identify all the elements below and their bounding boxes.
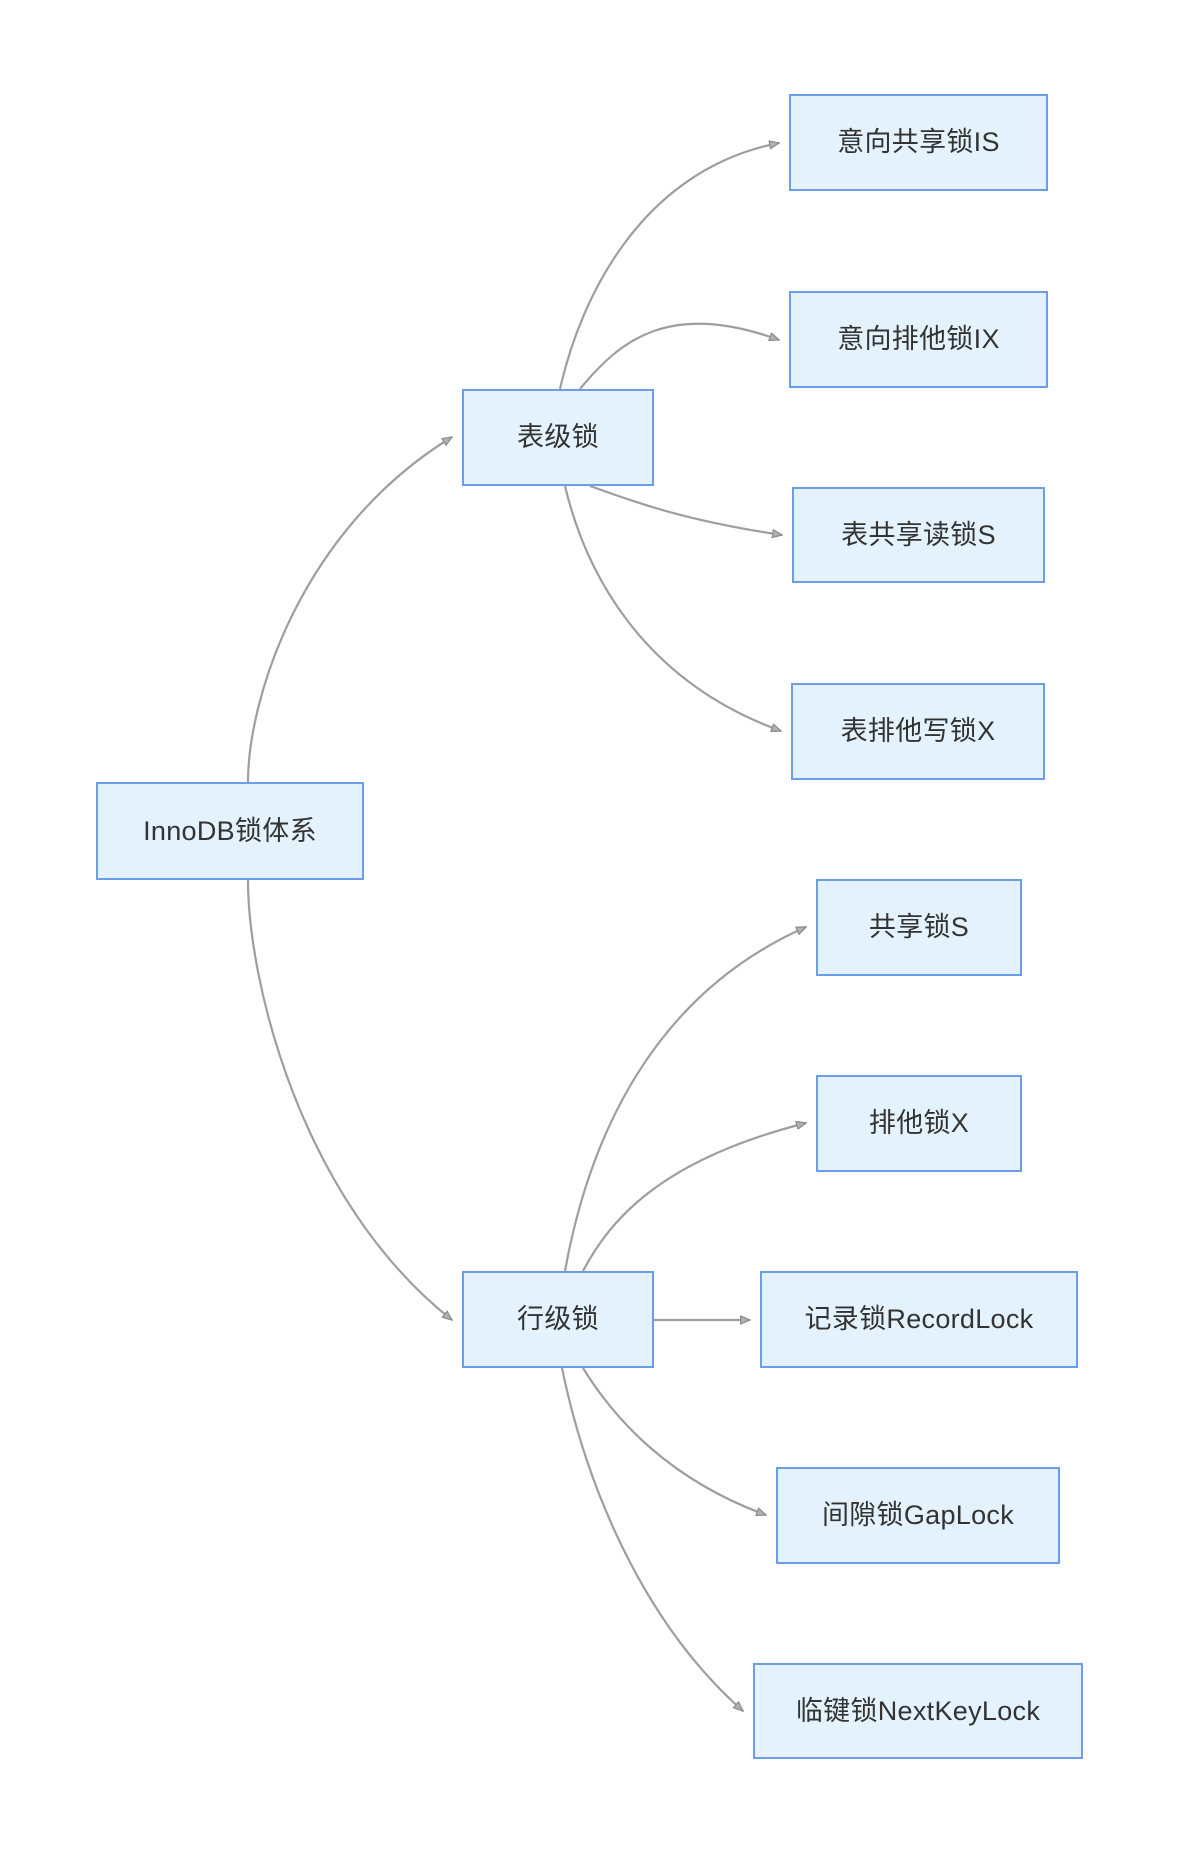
node-label: 临键锁NextKeyLock [795,1695,1041,1726]
edge-row-lock-to-exclusive [582,1123,806,1272]
node-label: 表级锁 [517,422,599,453]
node-is_lock[interactable]: 意向共享锁IS [789,94,1048,191]
node-label: 表共享读锁S [841,519,996,550]
node-label: 记录锁RecordLock [804,1304,1034,1335]
node-label: 共享锁S [868,912,970,943]
node-exclusive_lock[interactable]: 排他锁X [816,1075,1022,1172]
node-label: 排他锁X [868,1108,970,1139]
edge-table-lock-to-s [589,484,782,535]
node-label: 意向排他锁IX [837,324,1000,355]
edge-root-to-row-lock [246,879,452,1320]
node-next_key_lock[interactable]: 临键锁NextKeyLock [753,1663,1083,1759]
edge-table-lock-to-is [558,143,779,390]
node-share_lock[interactable]: 共享锁S [816,879,1022,976]
node-label: 表排他写锁X [840,716,996,747]
edge-table-lock-to-ix [579,322,779,390]
edge-root-to-table-lock [246,436,452,783]
node-gap_lock[interactable]: 间隙锁GapLock [776,1467,1060,1564]
edge-row-lock-to-gap [582,1367,766,1515]
node-root[interactable]: InnoDB锁体系 [96,782,364,880]
node-ix_lock[interactable]: 意向排他锁IX [789,291,1048,388]
node-table_s_lock[interactable]: 表共享读锁S [792,487,1045,583]
node-table_lock[interactable]: 表级锁 [462,389,654,486]
edge-row-lock-to-nextkey [560,1367,743,1711]
edge-row-lock-to-share [563,925,806,1272]
node-label: 间隙锁GapLock [821,1500,1015,1531]
node-table_x_lock[interactable]: 表排他写锁X [791,683,1045,780]
node-label: InnoDB锁体系 [143,815,317,846]
node-record_lock[interactable]: 记录锁RecordLock [760,1271,1078,1368]
node-label: 意向共享锁IS [837,127,1000,158]
node-label: 行级锁 [517,1304,599,1335]
edge-table-lock-to-x [563,485,781,731]
node-row_lock[interactable]: 行级锁 [462,1271,654,1368]
